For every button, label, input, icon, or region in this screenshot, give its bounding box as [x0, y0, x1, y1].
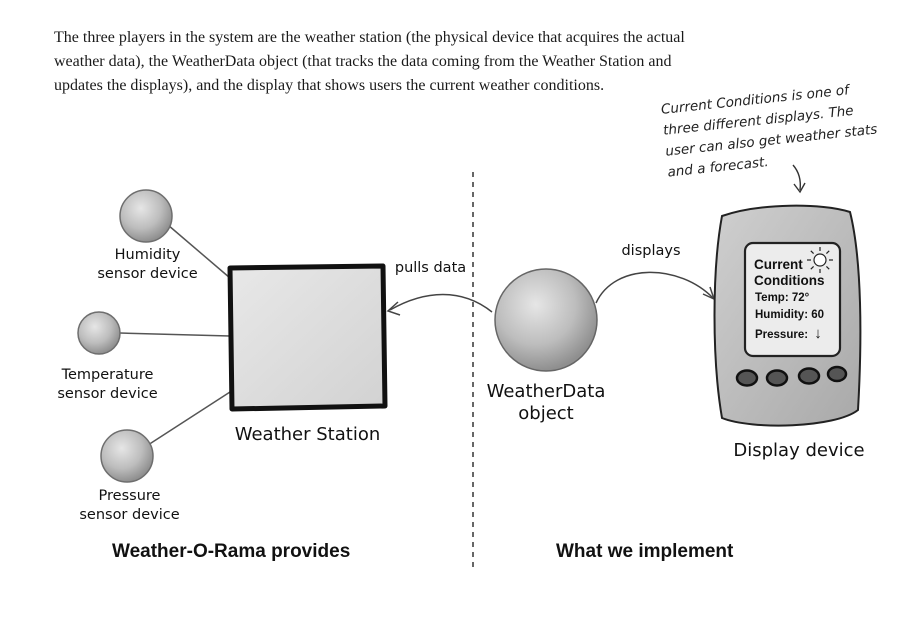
annotation-arrowhead [793, 182, 806, 194]
display-screen [743, 241, 842, 358]
pulls-data-arrow [389, 293, 493, 313]
device-button-1[interactable] [735, 369, 759, 387]
left-caption: Weather-O-Rama provides [112, 541, 351, 562]
device-button-2[interactable] [765, 369, 789, 387]
screen-temp: Temp: 72° [755, 292, 810, 304]
pressure-sensor-label: Pressure sensor device [79, 488, 180, 523]
weatherdata-object-label: WeatherData object [486, 381, 606, 424]
weatherdata-object-ball [494, 268, 598, 372]
right-caption: What we implement [556, 541, 734, 562]
intro-paragraph: The three players in the system are the … [54, 29, 685, 94]
temperature-connector [119, 332, 231, 337]
pulls-data-label: pulls data [394, 260, 467, 276]
humidity-sensor-ball [119, 189, 173, 243]
temperature-sensor-ball [77, 311, 121, 355]
pressure-sensor-ball [100, 429, 154, 483]
screen-humidity: Humidity: 60 [755, 309, 825, 321]
annotation-arrow [792, 164, 802, 191]
down-arrow-icon: ↓ [814, 325, 822, 342]
screen-pressure: Pressure: ↓ [755, 325, 822, 342]
pressure-connector [147, 391, 231, 446]
screen-title: Current Conditions [754, 257, 825, 288]
displays-arrow [595, 271, 714, 304]
humidity-connector [167, 224, 231, 279]
device-button-4[interactable] [826, 365, 848, 383]
humidity-sensor-label: Humidity sensor device [97, 247, 198, 282]
weather-station-label: Weather Station [234, 424, 381, 445]
device-button-3[interactable] [797, 367, 821, 385]
pulls-data-arrowhead [386, 301, 401, 316]
weather-station-box [227, 263, 388, 412]
temperature-sensor-label: Temperature sensor device [57, 367, 158, 402]
sun-icon [807, 247, 833, 273]
display-device-label: Display device [733, 440, 865, 461]
displays-label: displays [621, 243, 681, 259]
